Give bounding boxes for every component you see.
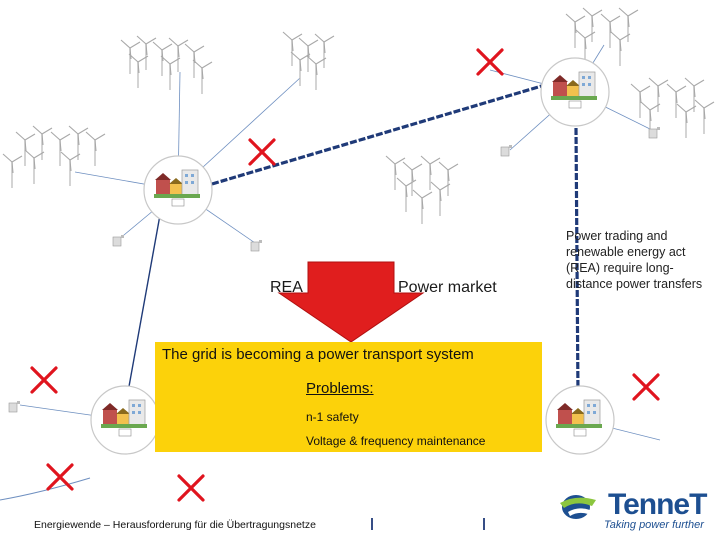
- box-title: The grid is becoming a power transport s…: [162, 346, 474, 363]
- footer-text: Energiewende – Herausforderung für die Ü…: [34, 519, 316, 531]
- rea-label: REA: [270, 279, 303, 296]
- brand-tagline: Taking power further: [604, 519, 704, 531]
- footer-separators: [371, 518, 485, 530]
- problem-item: Voltage & frequency maintenance: [306, 434, 486, 448]
- policy-arrow: [277, 261, 425, 343]
- transmission-lines: [0, 83, 580, 501]
- brand-logo-mark: [560, 495, 596, 519]
- problems-heading: Problems:: [306, 380, 374, 397]
- problem-item: n-1 safety: [306, 410, 359, 424]
- brand-logo-text: TenneT: [608, 488, 707, 521]
- wind-turbine-icon: [2, 7, 715, 225]
- power-market-label: Power market: [398, 279, 497, 296]
- problem-box: [155, 342, 542, 452]
- side-note: Power trading and renewable energy act (…: [566, 229, 703, 291]
